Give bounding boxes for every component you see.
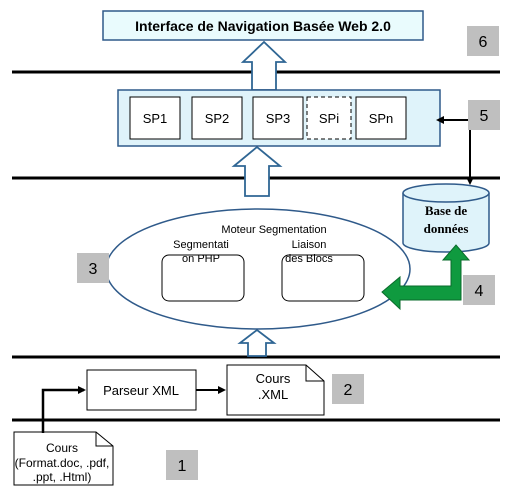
- sp-panel: SP1 SP2 SP3 SPi SPn: [117, 89, 441, 147]
- xml-doc-label-2: .XML: [258, 387, 288, 402]
- title-box: Interface de Navigation Basée Web 2.0: [102, 10, 424, 41]
- svg-text:5: 5: [480, 108, 489, 125]
- xml-doc-label-1: Cours: [256, 371, 291, 386]
- sp-label-i: SPi: [319, 111, 339, 126]
- badge-2: 2: [332, 374, 364, 404]
- sp-box-n: [355, 96, 407, 140]
- source-doc-label-1: Cours: [46, 441, 78, 455]
- badge-6: 6: [467, 26, 499, 56]
- engine-link-label-2: des Blocs: [285, 253, 333, 265]
- title-text: Interface de Navigation Basée Web 2.0: [135, 18, 391, 34]
- xml-document: Cours .XML: [226, 364, 325, 416]
- engine-php-label-1: Segmentati: [173, 239, 229, 251]
- badge-1: 1: [166, 450, 198, 480]
- engine-php-box: [161, 254, 245, 302]
- source-doc-label-2: (Format.doc, .pdf,: [15, 456, 110, 470]
- badge-5: 5: [468, 100, 500, 130]
- svg-text:6: 6: [479, 34, 488, 51]
- sp-label-n: SPn: [369, 111, 394, 126]
- up-arrow-to-engine: [237, 328, 277, 357]
- sp-label-3: SP3: [266, 111, 291, 126]
- source-document: Cours (Format.doc, .pdf, .ppt, .Html): [13, 431, 114, 486]
- segmentation-engine: Moteur Segmentation Segmentati on PHP Li…: [105, 208, 411, 330]
- sp-box-2: [191, 96, 243, 140]
- panel-db-arrow: [436, 116, 474, 185]
- sp-label-2: SP2: [205, 111, 230, 126]
- badge-3: 3: [77, 253, 109, 283]
- database-cylinder: Base de données: [402, 183, 490, 253]
- sp-box-1: [129, 96, 181, 140]
- up-arrow-to-title: [240, 40, 288, 91]
- parser-box: Parseur XML: [86, 369, 197, 411]
- database-label-1: Base de: [425, 203, 467, 218]
- svg-text:4: 4: [475, 283, 484, 300]
- engine-title: Moteur Segmentation: [221, 224, 326, 236]
- engine-link-label-1: Liaison: [292, 239, 327, 251]
- engine-php-label-2: on PHP: [182, 253, 220, 265]
- svg-text:2: 2: [344, 382, 353, 399]
- source-to-parser-arrow: [41, 386, 86, 433]
- up-arrow-to-panel: [231, 145, 283, 197]
- svg-text:1: 1: [178, 458, 187, 475]
- engine-link-box: [281, 254, 365, 302]
- badge-4: 4: [463, 275, 495, 305]
- sp-label-1: SP1: [143, 111, 168, 126]
- database-label-2: données: [424, 221, 469, 236]
- sp-box-i: [306, 96, 352, 140]
- source-doc-label-3: .ppt, .Html): [33, 470, 92, 484]
- parser-label: Parseur XML: [103, 383, 179, 398]
- green-arrow: [381, 244, 471, 311]
- svg-text:3: 3: [89, 261, 98, 278]
- sp-box-3: [252, 96, 304, 140]
